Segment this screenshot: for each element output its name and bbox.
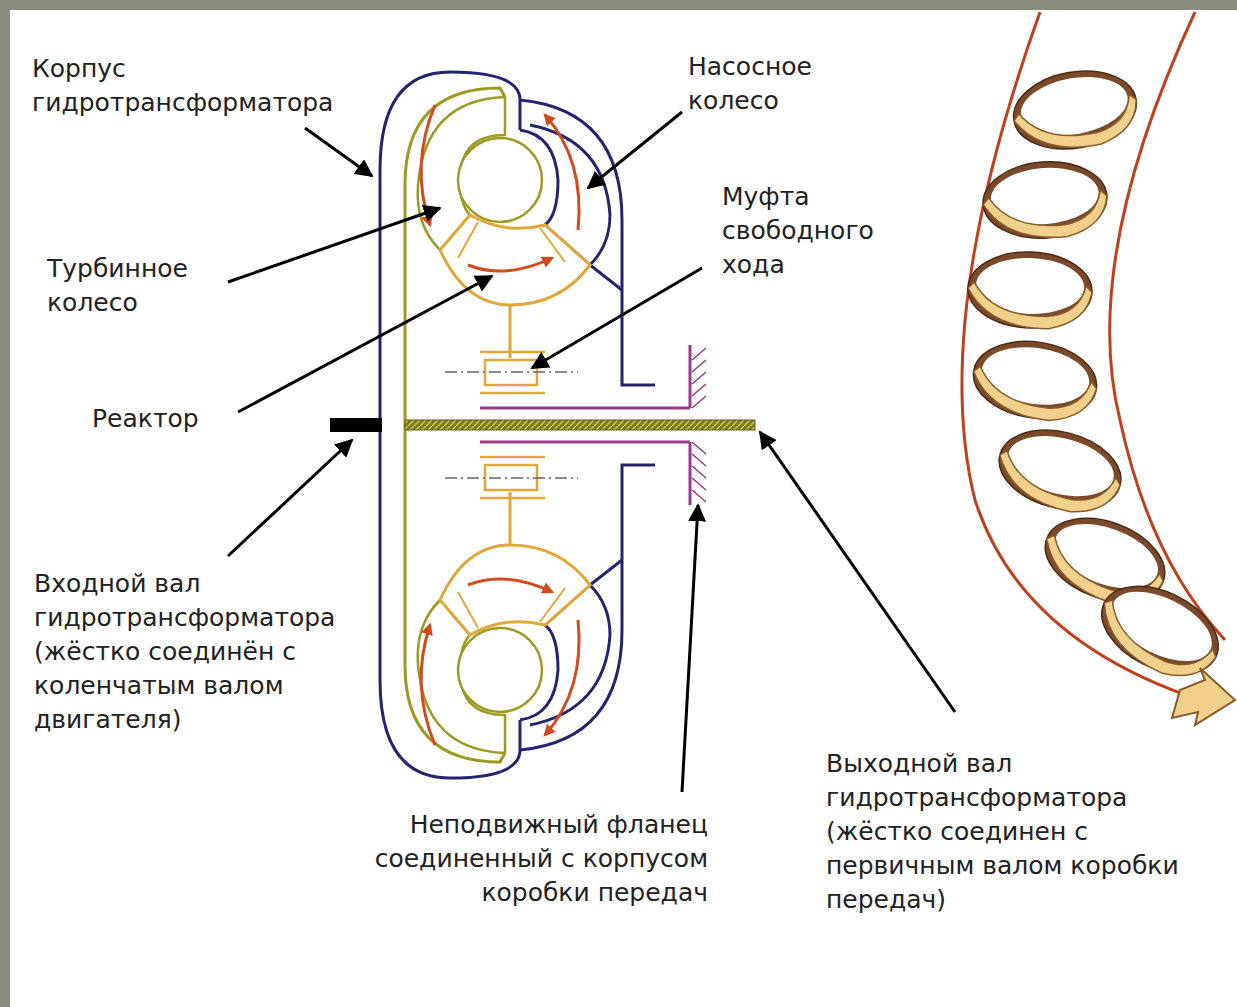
callout-wrapper: Входной вал гидротрансформатора (жёстко … <box>34 567 335 737</box>
callout-wrapper: Выходной вал гидротрансформатора (жёстко… <box>826 747 1179 917</box>
part-label: Турбинное колесо <box>47 252 188 320</box>
part-label: Насосное колесо <box>688 50 812 118</box>
callout-wrapper: Неподвижный фланец соединенный с корпусо… <box>375 808 708 910</box>
part-label: Выходной вал гидротрансформатора (жёстко… <box>826 747 1179 917</box>
callout-wrapper: Насосное колесо <box>688 50 812 118</box>
callout-wrapper: Реактор <box>92 402 199 436</box>
part-label: Неподвижный фланец соединенный с корпусо… <box>375 808 708 910</box>
converter-half <box>380 72 706 425</box>
part-label: Реактор <box>92 402 199 436</box>
leader-lines <box>228 112 955 792</box>
part-label: Муфта свободного хода <box>722 180 874 282</box>
part-label: Корпус гидротрансформатора <box>32 52 333 120</box>
callout-wrapper: Турбинное колесо <box>47 252 188 320</box>
flow-spiral <box>962 12 1235 725</box>
callout-wrapper: Муфта свободного хода <box>722 180 874 282</box>
part-label: Входной вал гидротрансформатора (жёстко … <box>34 567 335 737</box>
callout-wrapper: Корпус гидротрансформатора <box>32 52 333 120</box>
